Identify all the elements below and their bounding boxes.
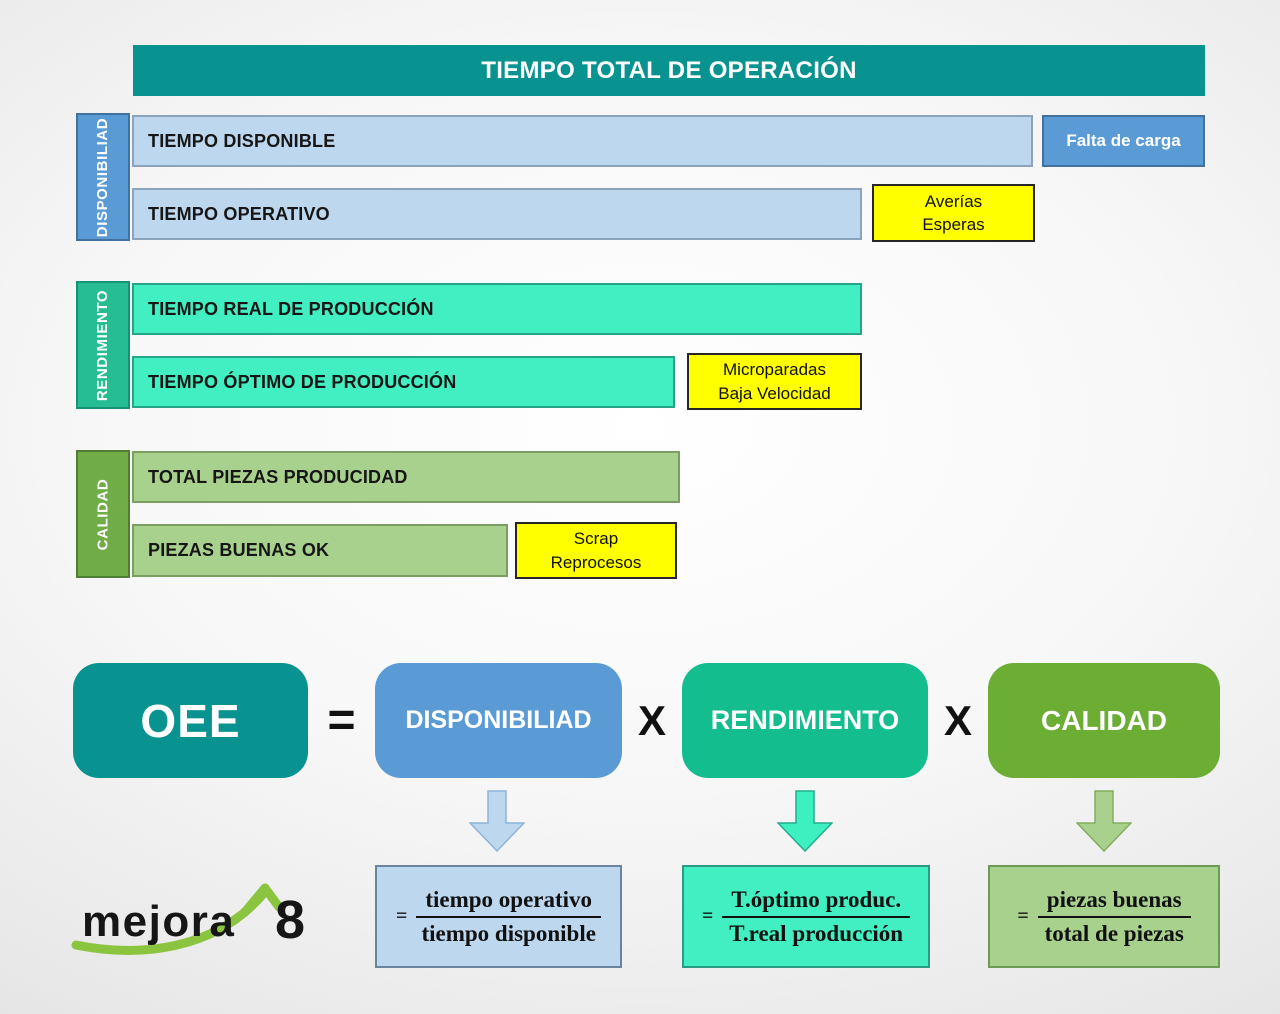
numerator: piezas buenas — [1037, 887, 1191, 918]
down-arrow-icon — [469, 790, 525, 852]
multiply-sign-1: X — [637, 696, 666, 744]
disponibilidad-group-strip: DISPONIBILIAD — [76, 113, 130, 241]
tiempo-disponible-label: TIEMPO DISPONIBLE — [148, 130, 336, 151]
down-arrow-icon — [777, 790, 833, 852]
calidad-group-strip: CALIDAD — [76, 450, 130, 578]
oee-box: OEE — [73, 663, 308, 778]
numerator: T.óptimo produc. — [722, 887, 911, 918]
down-arrow-icon — [1076, 790, 1132, 852]
piezas-buenas-bar: PIEZAS BUENAS OK — [132, 524, 508, 577]
denominator: T.real producción — [729, 920, 904, 946]
equals-sign: = — [327, 694, 356, 747]
disponibilidad-fraction: tiempo operativo tiempo disponible — [416, 887, 602, 947]
rendimiento-factor-box: RENDIMIENTO — [682, 663, 928, 778]
esperas-label: Esperas — [922, 215, 985, 234]
falta-de-carga-box: Falta de carga — [1042, 115, 1205, 167]
calidad-fraction: piezas buenas total de piezas — [1037, 887, 1191, 947]
rendimiento-factor-label: RENDIMIENTO — [710, 705, 900, 735]
tiempo-optimo-produccion-label: TIEMPO ÓPTIMO DE PRODUCCIÓN — [148, 371, 457, 392]
calidad-factor-label: CALIDAD — [1041, 704, 1167, 736]
rendimiento-fraction: T.óptimo produc. T.real producción — [722, 887, 911, 947]
tiempo-real-produccion-bar: TIEMPO REAL DE PRODUCCIÓN — [132, 283, 862, 335]
microparadas-box: Microparadas Baja Velocidad — [687, 353, 862, 410]
total-piezas-label: TOTAL PIEZAS PRODUCIDAD — [148, 466, 408, 487]
denominator: total de piezas — [1044, 920, 1184, 946]
tiempo-optimo-produccion-bar: TIEMPO ÓPTIMO DE PRODUCCIÓN — [132, 356, 675, 408]
scrap-reprocesos-box: Scrap Reprocesos — [515, 522, 677, 579]
logo-number: 8 — [275, 890, 306, 950]
oee-label: OEE — [140, 694, 241, 747]
piezas-buenas-label: PIEZAS BUENAS OK — [148, 540, 330, 560]
baja-velocidad-label: Baja Velocidad — [718, 383, 831, 403]
falta-de-carga-label: Falta de carga — [1066, 131, 1181, 150]
scrap-label: Scrap — [573, 529, 619, 549]
calidad-group-label: CALIDAD — [94, 478, 112, 550]
rendimiento-group-strip: RENDIMIENTO — [76, 281, 130, 409]
reprocesos-label: Reprocesos — [550, 552, 642, 572]
denominator: tiempo disponible — [421, 920, 596, 946]
calidad-factor-box: CALIDAD — [988, 663, 1220, 778]
disponibilidad-factor-label: DISPONIBILIAD — [405, 706, 592, 734]
disponibilidad-fraction-box: = tiempo operativo tiempo disponible — [375, 865, 622, 968]
microparadas-label: Microparadas — [723, 360, 826, 380]
averias-esperas-box: Averías Esperas — [872, 184, 1035, 242]
disponibilidad-factor-box: DISPONIBILIAD — [375, 663, 622, 778]
total-operation-time-label: TIEMPO TOTAL DE OPERACIÓN — [481, 56, 857, 84]
tiempo-real-produccion-label: TIEMPO REAL DE PRODUCCIÓN — [148, 298, 434, 319]
mejora8-logo: mejora 8 — [70, 875, 322, 975]
calidad-fraction-box: = piezas buenas total de piezas — [988, 865, 1220, 968]
disponibilidad-group-label: DISPONIBILIAD — [94, 117, 112, 237]
numerator: tiempo operativo — [416, 887, 602, 918]
tiempo-disponible-bar: TIEMPO DISPONIBLE — [132, 115, 1033, 167]
growth-arrow-icon — [71, 883, 284, 955]
total-operation-time-bar: TIEMPO TOTAL DE OPERACIÓN — [133, 45, 1205, 96]
multiply-sign-2: X — [943, 696, 972, 744]
rendimiento-group-label: RENDIMIENTO — [94, 289, 112, 401]
mejora-wordmark: mejora — [82, 897, 236, 946]
averias-label: Averías — [924, 191, 983, 211]
tiempo-operativo-bar: TIEMPO OPERATIVO — [132, 188, 862, 240]
tiempo-operativo-label: TIEMPO OPERATIVO — [148, 203, 330, 224]
total-piezas-bar: TOTAL PIEZAS PRODUCIDAD — [132, 451, 680, 503]
rendimiento-fraction-box: = T.óptimo produc. T.real producción — [682, 865, 930, 968]
